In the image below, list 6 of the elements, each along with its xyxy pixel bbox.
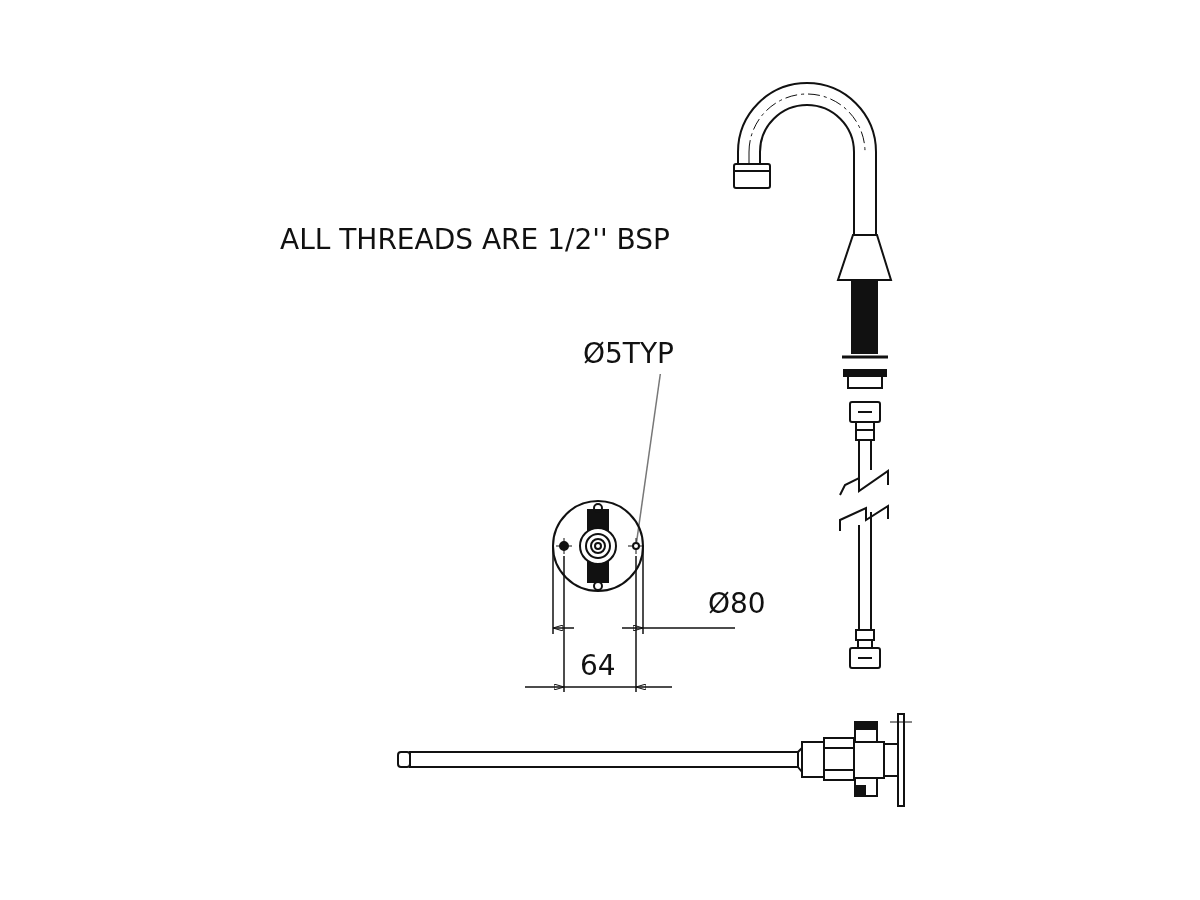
leader-line xyxy=(635,373,662,543)
note-text: ALL THREADS ARE 1/2'' BSP xyxy=(280,226,670,254)
mounting-hole xyxy=(632,542,640,550)
callout-text: Ø5TYP xyxy=(583,340,674,368)
dimension-label: 64 xyxy=(580,652,616,680)
dimension-label: Ø80 xyxy=(708,590,766,618)
